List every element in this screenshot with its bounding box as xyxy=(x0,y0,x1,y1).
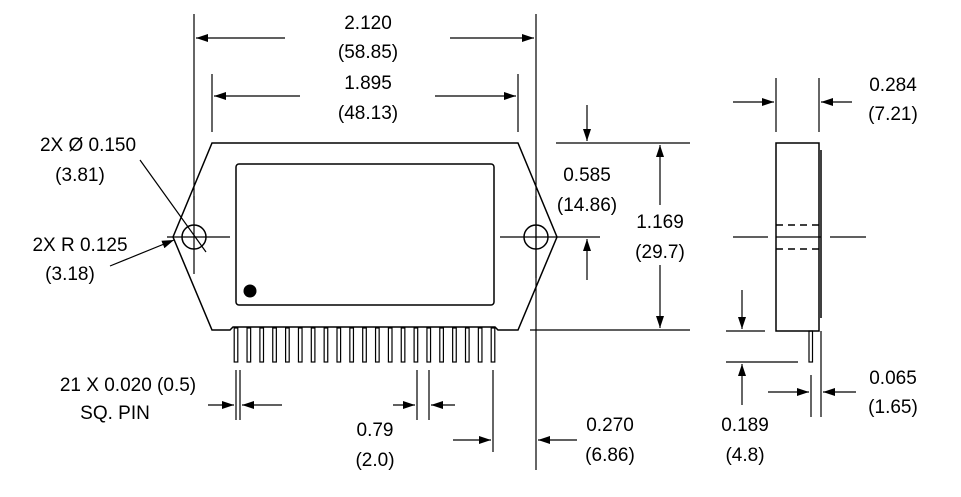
pin xyxy=(233,327,239,363)
pin1-marker xyxy=(243,284,257,298)
dim-label-mm: (1.65) xyxy=(868,397,918,418)
dim-label: 2X Ø 0.150 xyxy=(40,135,136,156)
dim-label: 0.189 xyxy=(721,415,769,436)
pin xyxy=(336,327,342,363)
dim-label-mm: (14.86) xyxy=(557,195,617,216)
dim-label: 1.895 xyxy=(344,73,392,94)
dim-label: 2X R 0.125 xyxy=(32,235,127,256)
dim-label-mm: (3.18) xyxy=(45,264,95,285)
pin xyxy=(297,327,303,363)
centerlines xyxy=(167,196,562,278)
dim-thickness: 0.284 (7.21) xyxy=(733,75,918,132)
side-pin xyxy=(808,330,814,363)
dim-label: 21 X 0.020 (0.5) xyxy=(60,375,196,396)
dim-end-radius: 2X R 0.125 (3.18) xyxy=(32,235,175,285)
pin xyxy=(387,327,393,363)
pin xyxy=(323,327,329,363)
dim-label: SQ. PIN xyxy=(80,403,150,424)
dim-label-mm: (3.81) xyxy=(55,165,105,186)
dim-overall-width: 2.120 (58.85) xyxy=(193,13,537,470)
pin xyxy=(246,327,252,363)
pin xyxy=(490,327,496,363)
pin xyxy=(413,327,419,363)
package-top-window xyxy=(235,163,495,306)
dim-label-mm: (7.21) xyxy=(868,104,918,125)
pin xyxy=(374,327,380,363)
pin-row xyxy=(233,327,496,363)
dim-pin-length: 0.189 (4.8) xyxy=(721,290,798,466)
dim-label-mm: (29.7) xyxy=(635,242,685,263)
dim-label-mm: (4.8) xyxy=(725,445,764,466)
package-outline xyxy=(172,142,558,331)
side-view xyxy=(733,142,866,363)
dim-label-mm: (48.13) xyxy=(338,103,398,124)
dim-label: 0.065 xyxy=(869,368,917,389)
pin xyxy=(362,327,367,363)
pin xyxy=(426,327,432,363)
dim-label: 0.585 xyxy=(563,165,611,186)
pin xyxy=(310,327,316,363)
dim-pin-pitch: 0.79 (2.0) xyxy=(355,370,455,471)
dim-label-mm: (58.85) xyxy=(338,42,398,63)
pin xyxy=(259,327,265,363)
dim-label: 1.169 xyxy=(636,212,684,233)
pin xyxy=(349,327,355,363)
dim-pin-offset: 0.065 (1.65) xyxy=(768,331,918,418)
pin xyxy=(452,327,457,363)
dim-label-mm: (6.86) xyxy=(585,445,635,466)
dim-label: 0.79 xyxy=(357,420,394,441)
pin xyxy=(272,327,277,363)
dim-pin-size: 21 X 0.020 (0.5) SQ. PIN xyxy=(60,370,282,424)
dim-pin-edge-offset: 0.270 (6.86) xyxy=(453,370,635,466)
dim-hole-spacing: 1.895 (48.13) xyxy=(211,73,519,132)
dim-hole-offset: 0.585 (14.86) xyxy=(556,105,690,280)
pin xyxy=(477,327,483,363)
pin xyxy=(285,327,290,363)
dim-label: 0.284 xyxy=(869,75,917,96)
dim-label-mm: (2.0) xyxy=(355,450,394,471)
pin xyxy=(439,327,444,363)
front-view xyxy=(167,142,562,363)
pin xyxy=(464,327,470,363)
dim-hole-diameter: 2X Ø 0.150 (3.81) xyxy=(40,135,207,253)
pin xyxy=(400,327,406,363)
dim-label: 2.120 xyxy=(344,13,392,34)
dim-body-height: 1.169 (29.7) xyxy=(530,145,690,331)
dim-label: 0.270 xyxy=(586,415,634,436)
